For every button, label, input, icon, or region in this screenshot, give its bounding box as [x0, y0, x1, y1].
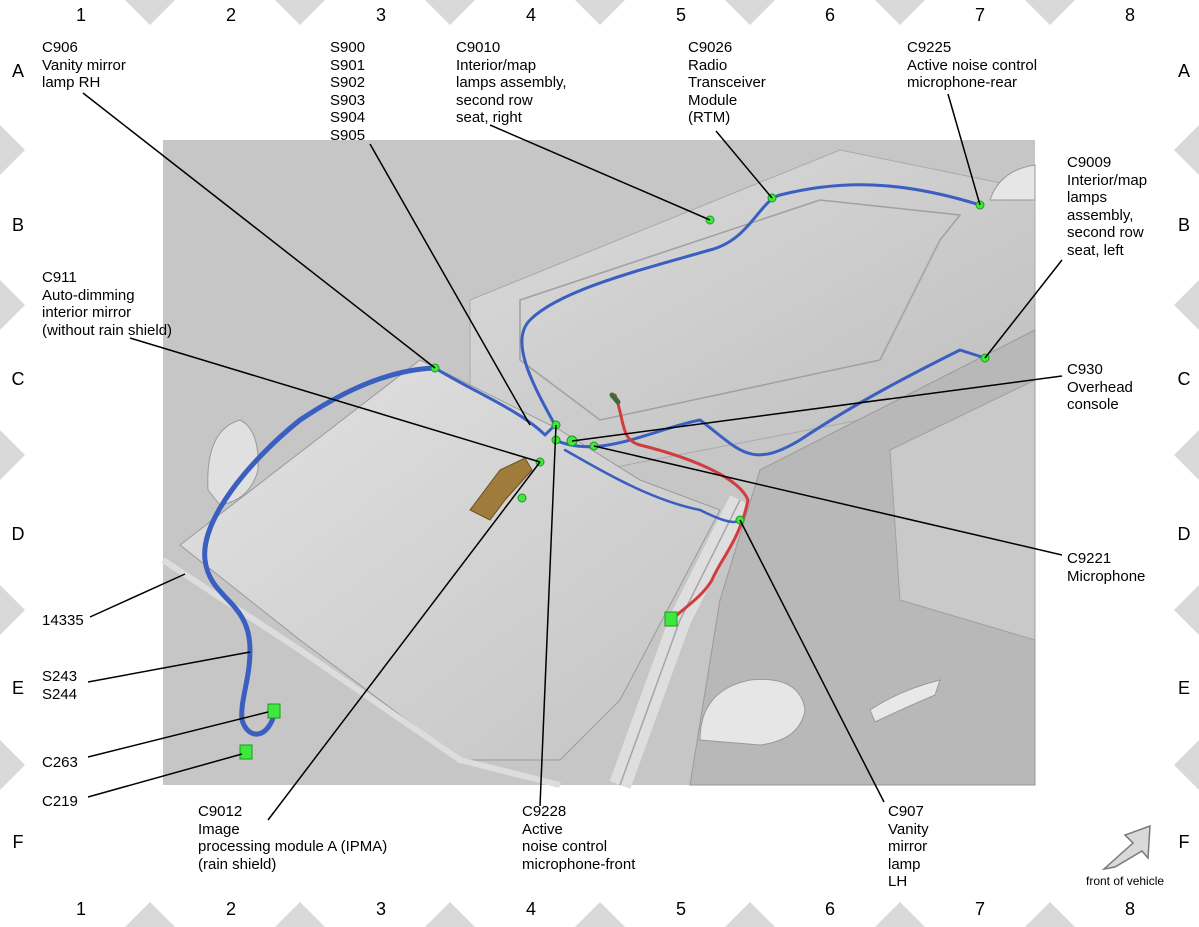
- grid-col-2-bottom: 2: [225, 899, 236, 919]
- grid-row-a-left: A: [11, 61, 24, 81]
- front-of-vehicle-arrow-icon: [1101, 824, 1151, 871]
- grid-col-3-bottom: 3: [375, 899, 386, 919]
- label-c930: C930 Overhead console: [1067, 361, 1133, 413]
- grid-row-f-left: F: [12, 832, 24, 852]
- harness-dark-green-stub: [609, 392, 621, 405]
- label-c9225: C9225 Active noise control microphone-re…: [907, 39, 1038, 91]
- label-c263: C263: [42, 754, 78, 771]
- label-s900-s905: S900 S901 S902 S903 S904 S905: [330, 39, 366, 144]
- label-c9010: C9010 Interior/map lamps assembly, secon…: [456, 39, 567, 126]
- grid-col-4-top: 4: [525, 5, 536, 25]
- grid-row-e-right: E: [1177, 678, 1190, 698]
- connectors: [239, 193, 990, 760]
- connector-ipma: [517, 493, 527, 503]
- grid-row-e-left: E: [11, 678, 24, 698]
- label-c9026: C9026 Radio Transceiver Module (RTM): [688, 39, 766, 126]
- label-s243-s244: S243 S244: [42, 668, 78, 703]
- label-c9012: C9012 Image processing module A (IPMA) (…: [198, 803, 388, 873]
- grid-col-6-bottom: 6: [824, 899, 835, 919]
- grid-col-5-bottom: 5: [675, 899, 686, 919]
- grid-row-d-left: D: [11, 524, 25, 544]
- wiring-harness: [202, 183, 987, 737]
- grid-row-a-right: A: [1177, 61, 1190, 81]
- grid-col-8-bottom: 8: [1124, 899, 1135, 919]
- label-c9228: C9228 Active noise control microphone-fr…: [522, 803, 636, 873]
- connector-c219: [239, 744, 253, 760]
- grid-col-1-top: 1: [75, 5, 86, 25]
- grid-col-4-bottom: 4: [525, 899, 536, 919]
- label-c9221: C9221 Microphone: [1067, 550, 1146, 585]
- grid-col-3-top: 3: [375, 5, 386, 25]
- label-c906: C906 Vanity mirror lamp RH: [42, 39, 126, 91]
- harness-blue-left: [202, 365, 438, 737]
- grid-col-6-top: 6: [824, 5, 835, 25]
- label-c219: C219: [42, 793, 78, 810]
- harness-red: [613, 393, 750, 622]
- grid-col-2-top: 2: [225, 5, 236, 25]
- grid-row-c-right: C: [1177, 369, 1191, 389]
- grid-col-7-top: 7: [974, 5, 985, 25]
- label-14335: 14335: [42, 612, 84, 629]
- connector-red-inline: [664, 611, 678, 627]
- label-c907: C907 Vanity mirror lamp LH: [888, 803, 929, 890]
- harness-blue-lower: [563, 448, 742, 524]
- grid-col-5-top: 5: [675, 5, 686, 25]
- grid-row-b-left: B: [11, 215, 24, 235]
- vehicle-illustration: [161, 140, 1036, 789]
- harness-blue-main: [433, 183, 982, 437]
- label-c9009: C9009 Interior/map lamps assembly, secon…: [1067, 154, 1148, 259]
- grid-col-7-bottom: 7: [974, 899, 985, 919]
- grid-row-f-right: F: [1178, 832, 1190, 852]
- leader-lines: [82, 92, 1063, 821]
- harness-blue-right: [553, 348, 987, 457]
- grid-col-8-top: 8: [1124, 5, 1135, 25]
- grid-col-1-bottom: 1: [75, 899, 86, 919]
- grid-row-d-right: D: [1177, 524, 1191, 544]
- label-c911: C911 Auto-dimming interior mirror (witho…: [42, 269, 173, 339]
- connector-c263: [267, 703, 281, 719]
- grid-row-c-left: C: [11, 369, 25, 389]
- front-of-vehicle-label: front of vehicle: [1086, 874, 1165, 888]
- grid-row-b-right: B: [1177, 215, 1190, 235]
